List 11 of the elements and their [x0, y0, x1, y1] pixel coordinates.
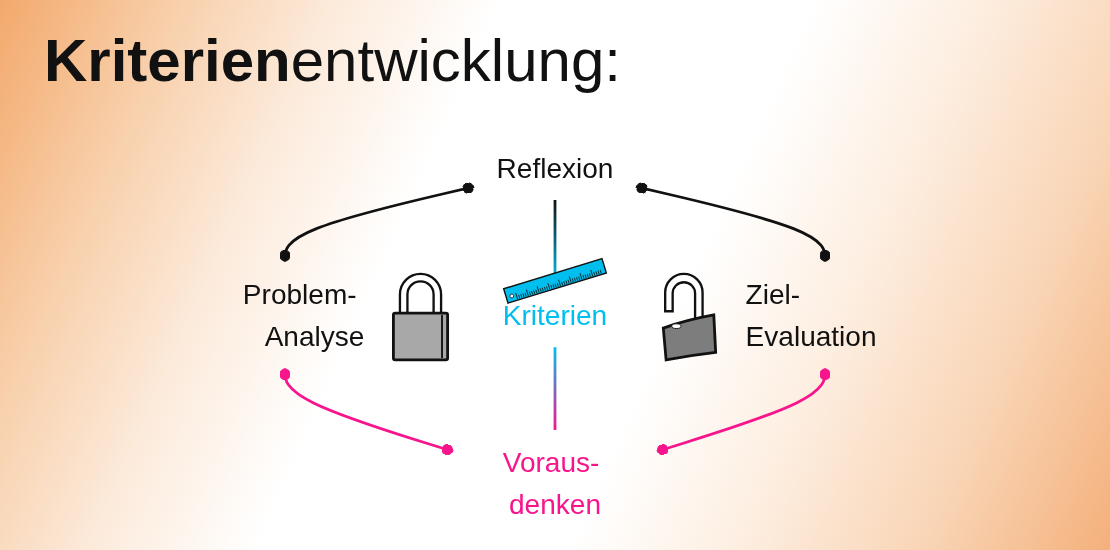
connector [279, 368, 454, 456]
node-text: Ziel- Evaluation [745, 278, 877, 352]
connector [553, 347, 557, 430]
node-text: Reflexion [496, 152, 614, 184]
node-text: Kriterien [502, 299, 608, 331]
connector [635, 182, 831, 262]
connector [656, 368, 831, 456]
node-text: Problem- Analyse [242, 278, 365, 352]
node-text: Voraus- denken [502, 446, 602, 520]
connector [279, 182, 475, 262]
title: Kriterienentwicklung: [44, 26, 621, 95]
